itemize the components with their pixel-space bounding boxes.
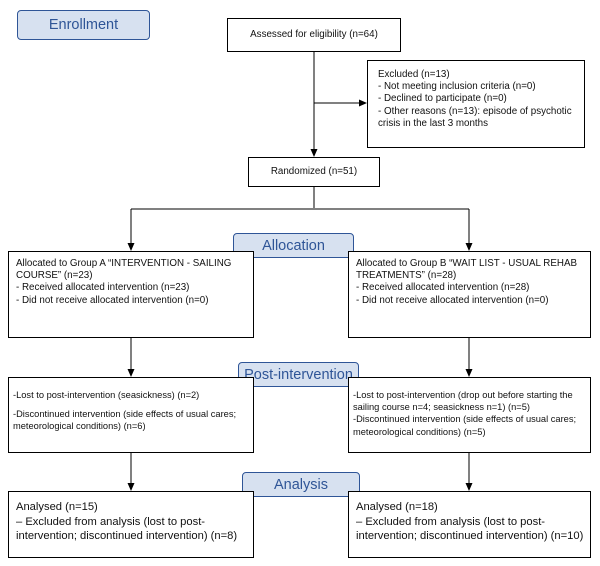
group-a-post-discontinued-line: -Discontinued intervention (side effects… xyxy=(13,409,237,420)
stage-enrollment-label: Enrollment xyxy=(48,17,119,33)
group-b-allocation-line: TREATMENTS” (n=28) xyxy=(356,270,457,282)
group-a-analysed: Analysed (n=15) xyxy=(16,501,98,513)
stage-allocation-label: Allocation xyxy=(262,237,325,254)
group-b-post-line: meteorological conditions) (n=5) xyxy=(353,426,486,437)
group-b-post-box: -Lost to post-intervention (drop out bef… xyxy=(348,377,591,453)
excluded-box: Excluded (n=13) - Not meeting inclusion … xyxy=(367,60,585,148)
group-a-allocation-line: - Did not receive allocated intervention… xyxy=(16,294,209,306)
stage-analysis-label: Analysis xyxy=(274,476,328,493)
excluded-title: Excluded (n=13) xyxy=(378,69,450,80)
randomized-box: Randomized (n=51) xyxy=(248,157,380,187)
group-a-post-lost: -Lost to post-intervention (seasickness)… xyxy=(13,390,200,400)
assessed-text: Assessed for eligibility (n=64) xyxy=(250,28,378,40)
group-b-analysis-box: Analysed (n=18) – Excluded from analysis… xyxy=(348,491,591,558)
group-a-allocation-line: COURSE” (n=23) xyxy=(16,270,93,282)
group-b-allocation-line: Allocated to Group B “WAIT LIST - USUAL … xyxy=(356,258,578,269)
group-b-post-line: sailing course n=4; seasickness n=1) (n=… xyxy=(353,402,530,413)
group-a-allocation-box: Allocated to Group A “INTERVENTION - SAI… xyxy=(8,251,254,338)
stage-post-intervention: Post-intervention xyxy=(238,362,359,387)
group-b-allocation-line: - Did not receive allocated intervention… xyxy=(356,294,549,306)
group-b-allocation-line: - Received allocated intervention (n=28) xyxy=(356,282,530,294)
group-b-analysed: Analysed (n=18) xyxy=(356,501,438,513)
group-a-post-discontinued-line: meteorological conditions) (n=6) xyxy=(13,421,146,432)
group-b-post-line: -Lost to post-intervention (drop out bef… xyxy=(353,390,573,400)
group-a-post-box: -Lost to post-intervention (seasickness)… xyxy=(8,377,254,453)
group-a-allocation-line: - Received allocated intervention (n=23) xyxy=(16,282,190,294)
randomized-text: Randomized (n=51) xyxy=(270,165,358,177)
group-b-analysis-line: intervention; discontinued intervention)… xyxy=(356,530,584,543)
assessed-box: Assessed for eligibility (n=64) xyxy=(227,18,401,52)
group-a-analysis-box: Analysed (n=15) – Excluded from analysis… xyxy=(8,491,254,558)
group-a-analysis-line: intervention; discontinued intervention)… xyxy=(16,530,238,543)
stage-analysis: Analysis xyxy=(242,472,360,497)
excluded-line: - Other reasons (n=13): episode of psych… xyxy=(378,105,572,117)
group-a-analysis-line: – Excluded from analysis (lost to post- xyxy=(16,515,206,528)
stage-enrollment: Enrollment xyxy=(17,10,150,40)
excluded-line: - Not meeting inclusion criteria (n=0) xyxy=(378,81,536,93)
group-b-analysis-line: – Excluded from analysis (lost to post- xyxy=(356,515,546,528)
group-b-allocation-box: Allocated to Group B “WAIT LIST - USUAL … xyxy=(348,251,591,338)
group-a-allocation-line: Allocated to Group A “INTERVENTION - SAI… xyxy=(16,258,232,269)
excluded-line: crisis in the last 3 months xyxy=(378,117,488,129)
excluded-line: - Declined to participate (n=0) xyxy=(378,93,507,105)
stage-post-intervention-label: Post-intervention xyxy=(244,366,353,383)
stage-allocation: Allocation xyxy=(233,233,354,258)
group-b-post-line: -Discontinued intervention (side effects… xyxy=(353,414,577,425)
